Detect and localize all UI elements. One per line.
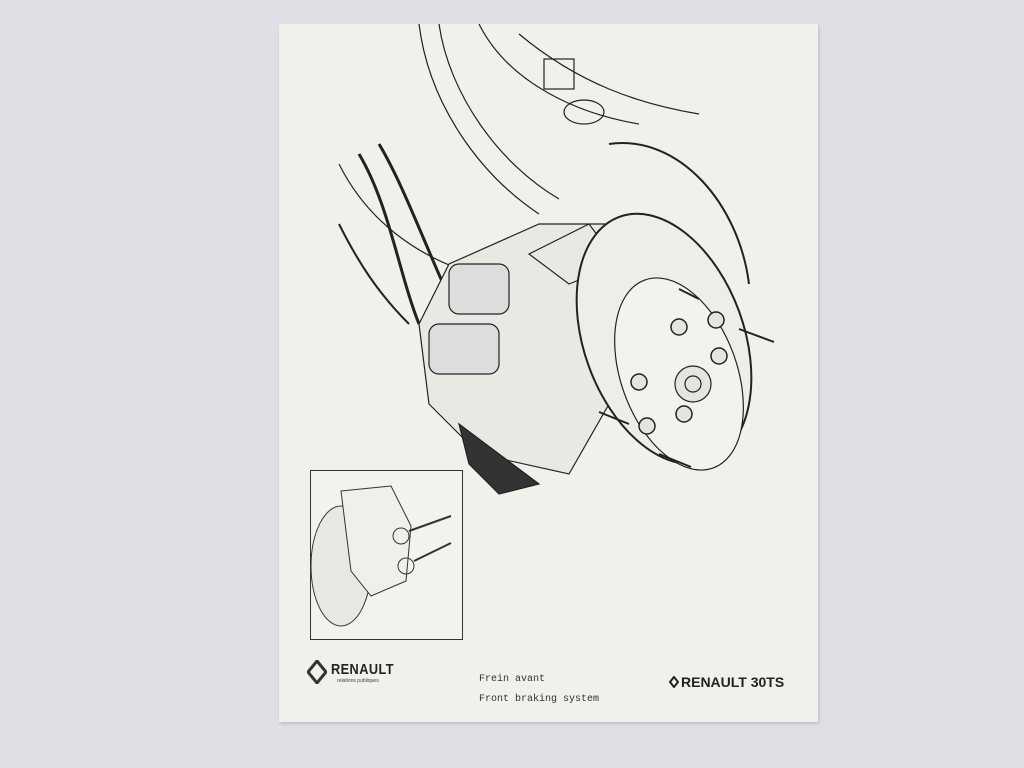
- brand-name: RENAULT: [331, 660, 394, 678]
- renault-30ts-logo: RENAULT 30TS: [669, 674, 784, 690]
- renault-diamond-icon: [669, 676, 679, 688]
- document-sheet: RENAULT relations publiques Frein avant …: [279, 24, 818, 722]
- inset-detail-illustration: [310, 470, 463, 640]
- brake-illustration: [338, 24, 775, 495]
- caption: Frein avant Front braking system: [479, 670, 599, 710]
- model-name: RENAULT 30TS: [681, 674, 785, 690]
- renault-relations-publiques-logo: RENAULT relations publiques: [307, 660, 405, 684]
- renault-diamond-icon: [307, 660, 327, 684]
- caption-english: Front braking system: [479, 694, 600, 705]
- brand-subtitle: relations publiques: [337, 677, 379, 684]
- caption-french: Frein avant: [479, 674, 546, 685]
